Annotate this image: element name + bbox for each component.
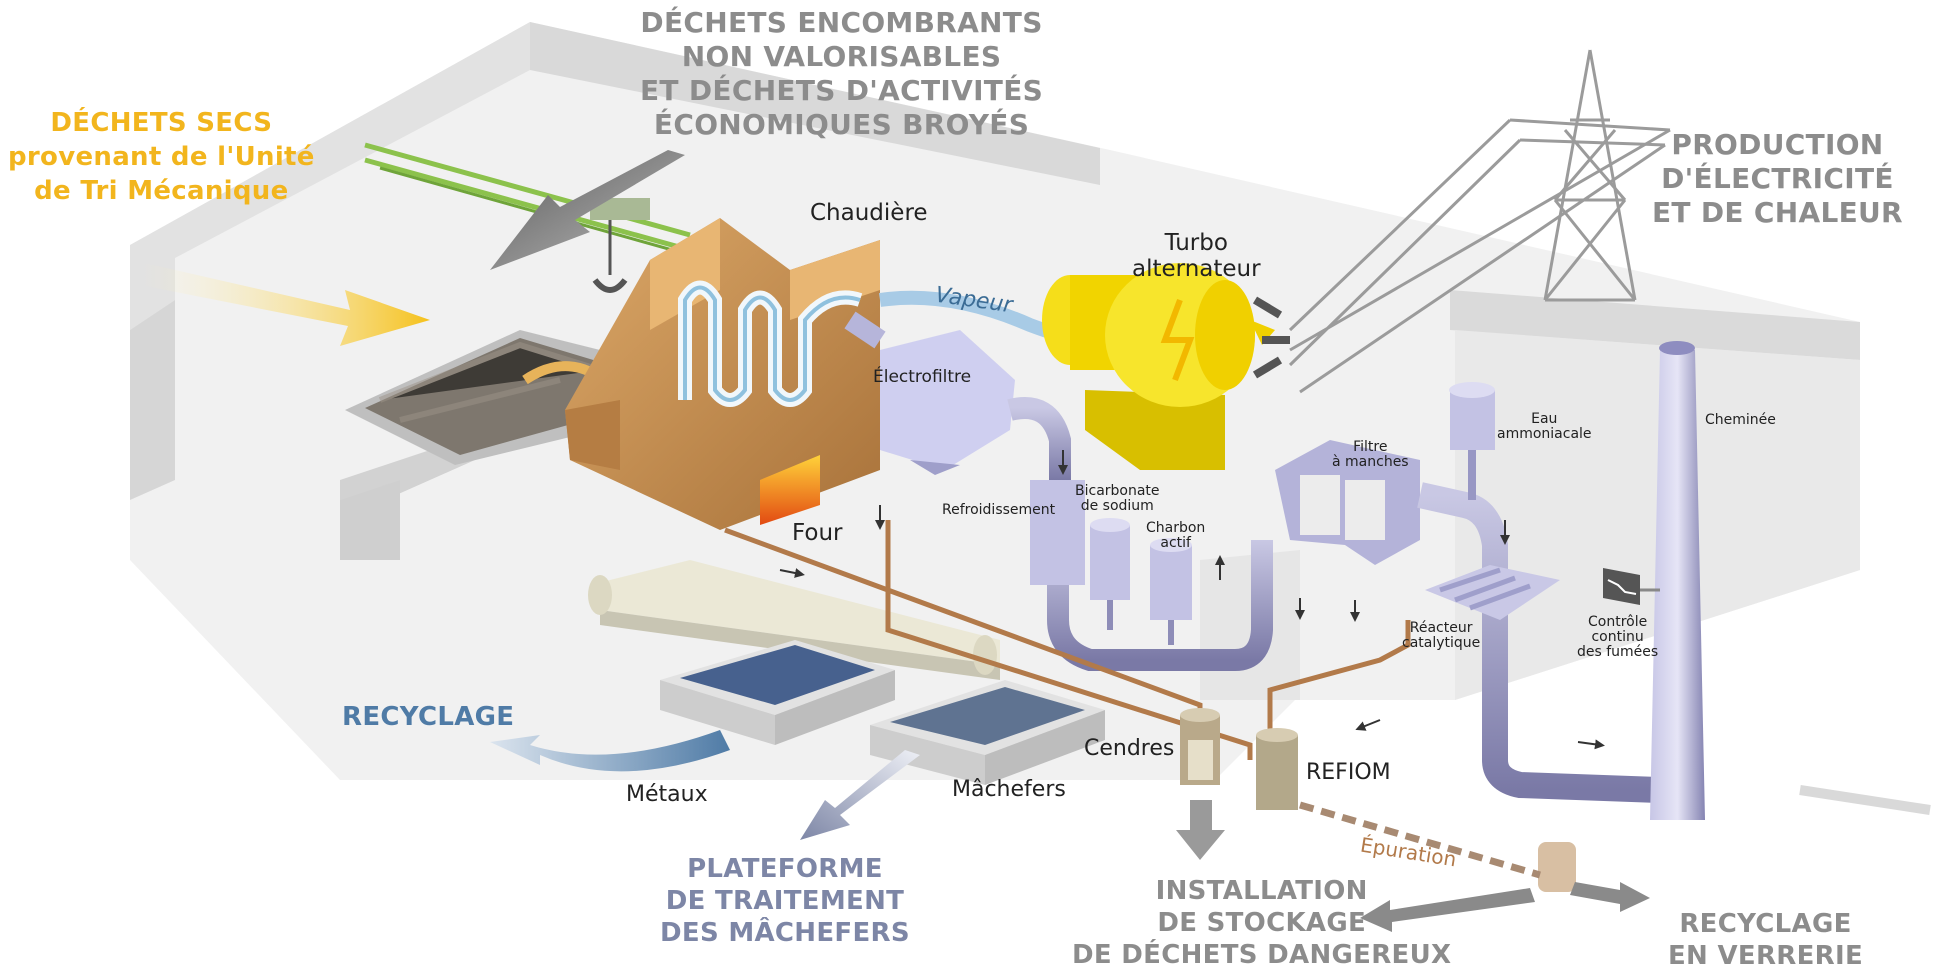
metals-label: Métaux [626, 782, 708, 807]
dry-waste-label: DÉCHETS SECS provenant de l'Unité de Tri… [8, 108, 315, 206]
hazardous-storage-left-arrow [1360, 888, 1535, 932]
bottom-ash-platform-arrow [800, 750, 920, 840]
purification-line [1299, 801, 1541, 879]
furnace-label: Four [792, 520, 843, 546]
bag-filter-label: Filtre à manches [1332, 439, 1409, 470]
flue-gas-line [1030, 382, 1661, 803]
power-pylon [1288, 49, 1671, 394]
boiler [565, 218, 880, 530]
sodium-bicarbonate-label: Bicarbonate de sodium [1075, 483, 1160, 514]
glass-recycling-arrow [1570, 882, 1650, 912]
chimney [1650, 341, 1705, 820]
cooling-label: Refroidissement [942, 502, 1056, 518]
boiler-label: Chaudière [810, 200, 928, 226]
turbine-label: Turbo alternateur [1132, 230, 1261, 282]
recycling-label: RECYCLAGE [342, 702, 515, 732]
refiom-label: REFIOM [1306, 760, 1391, 785]
fumes-monitor [1603, 568, 1660, 605]
glass-recycling-label: RECYCLAGE EN VERRERIE [1668, 909, 1864, 971]
production-label: PRODUCTION D'ÉLECTRICITÉ ET DE CHALEUR [1652, 128, 1903, 229]
activated-carbon-label: Charbon actif [1146, 520, 1206, 551]
chimney-label: Cheminée [1705, 412, 1776, 428]
bottom-ash-platform-label: PLATEFORME DE TRAITEMENT DES MÂCHEFERS [660, 854, 910, 948]
ammonia-water-label: Eau ammoniacale [1497, 411, 1592, 442]
bulky-waste-label: DÉCHETS ENCOMBRANTS NON VALORISABLES ET … [640, 6, 1044, 141]
bottom-ash-bin [870, 680, 1105, 785]
bottom-ash-label: Mâchefers [952, 777, 1066, 802]
recycling-arrow [490, 730, 730, 772]
fumes-monitoring-label: Contrôle continu des fumées [1577, 614, 1659, 660]
overhead-crane [364, 142, 691, 293]
electrofilter [844, 311, 1071, 480]
waste-bunker [345, 330, 640, 465]
hazardous-storage-label: INSTALLATION DE STOCKAGE DE DÉCHETS DANG… [1072, 876, 1452, 970]
metals-bin [660, 640, 895, 745]
ash-label: Cendres [1084, 736, 1175, 761]
dry-waste-arrow [140, 262, 430, 346]
flow-arrows [779, 450, 1605, 750]
bulky-waste-arrow [490, 150, 685, 270]
catalytic-reactor-label: Réacteur catalytique [1402, 620, 1481, 651]
electrofilter-label: Électrofiltre [873, 367, 972, 387]
hazardous-storage-down-arrow [1176, 800, 1225, 860]
ash-silos [1180, 708, 1576, 892]
turbine [1042, 263, 1290, 470]
